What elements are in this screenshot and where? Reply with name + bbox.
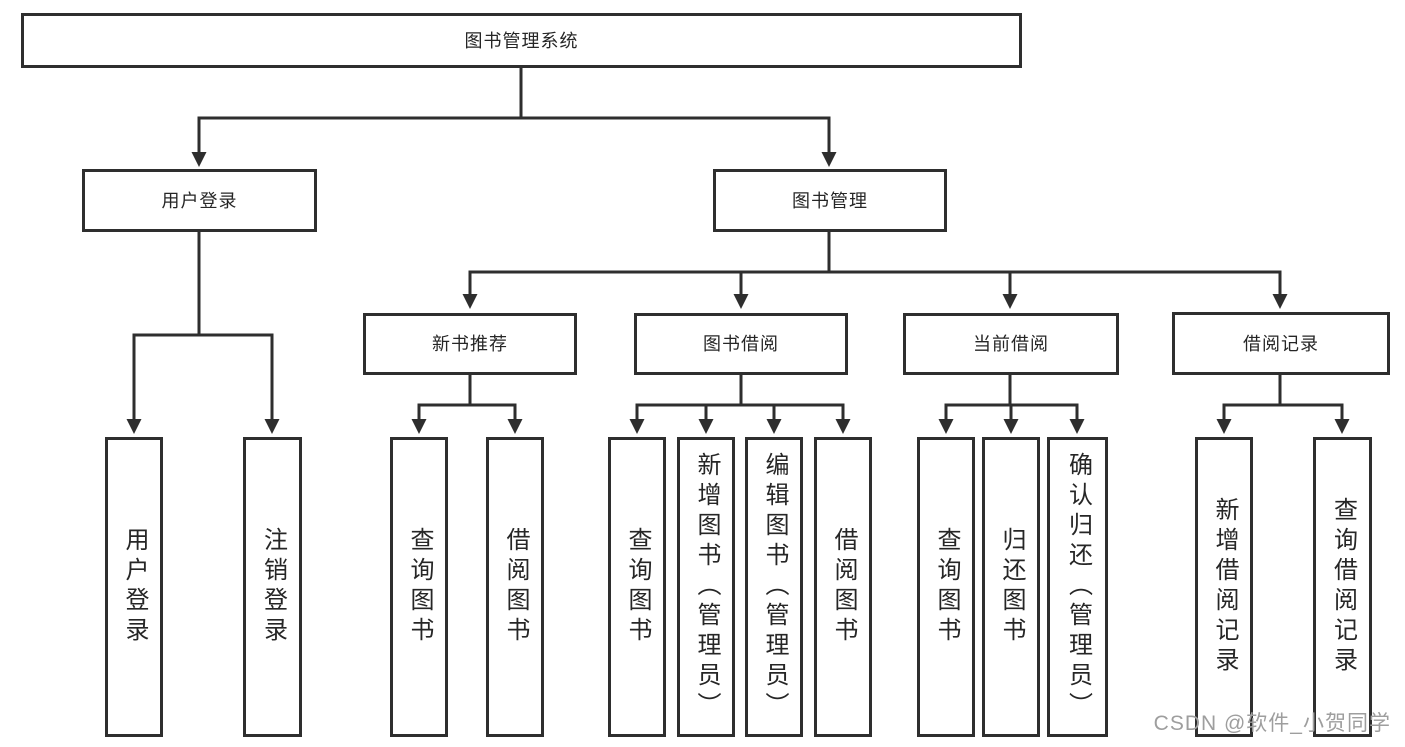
node-borrowing-records: 借阅记录	[1172, 312, 1390, 375]
node-label: 查询借阅记录	[1329, 497, 1357, 677]
node-label: 借阅图书	[830, 527, 857, 647]
node-label: 确认归还（管理员）	[1064, 452, 1092, 722]
node-label: 注销登录	[259, 527, 287, 647]
connectors-user-login-children	[126, 232, 280, 434]
node-label: 归还图书	[998, 527, 1025, 647]
node-new-book-recommend: 新书推荐	[363, 313, 577, 375]
node-label: 借阅记录	[1243, 333, 1319, 354]
node-label: 查询图书	[406, 527, 433, 647]
node-label: 用户登录	[161, 190, 238, 211]
leaf-add-book-admin: 新增图书（管理员）	[677, 437, 735, 737]
leaf-query-books-current: 查询图书	[917, 437, 975, 737]
connectors-new-book-recommend-children	[411, 375, 523, 434]
node-user-login: 用户登录	[82, 169, 317, 232]
leaf-user-login: 用户登录	[105, 437, 163, 737]
node-label: 编辑图书（管理员）	[761, 452, 788, 722]
leaf-borrow-books: 借阅图书	[814, 437, 872, 737]
node-label: 查询图书	[933, 527, 960, 647]
node-label: 图书管理系统	[464, 30, 579, 51]
leaf-return-book: 归还图书	[982, 437, 1040, 737]
node-label: 图书借阅	[703, 334, 779, 354]
node-label: 当前借阅	[973, 334, 1049, 354]
leaf-logout: 注销登录	[243, 437, 302, 737]
connectors-borrowing-records-children	[1216, 375, 1350, 434]
leaf-query-borrow-record: 查询借阅记录	[1313, 437, 1372, 737]
connectors-book-management-to-level3	[462, 232, 1288, 309]
node-label: 新增借阅记录	[1211, 497, 1238, 677]
node-book-management-system: 图书管理系统	[21, 13, 1022, 68]
connectors-current-borrowing-children	[938, 375, 1085, 434]
node-label: 借阅图书	[502, 527, 529, 647]
leaf-confirm-return-admin: 确认归还（管理员）	[1047, 437, 1108, 737]
node-book-management: 图书管理	[713, 169, 947, 232]
leaf-edit-book-admin: 编辑图书（管理员）	[745, 437, 803, 737]
csdn-watermark: CSDN @软件_小贺同学	[1153, 712, 1391, 735]
connectors-book-borrowing-children	[629, 375, 851, 434]
connectors-root-to-level2	[191, 68, 837, 167]
node-label: 新书推荐	[432, 334, 508, 354]
leaf-add-borrow-record: 新增借阅记录	[1195, 437, 1253, 737]
node-label: 查询图书	[624, 527, 651, 647]
leaf-borrow-books-recommend: 借阅图书	[486, 437, 544, 737]
node-current-borrowing: 当前借阅	[903, 313, 1119, 375]
leaf-query-books-borrowing: 查询图书	[608, 437, 666, 737]
node-label: 图书管理	[792, 190, 868, 211]
node-book-borrowing: 图书借阅	[634, 313, 848, 375]
node-label: 新增图书（管理员）	[693, 452, 720, 722]
leaf-query-books-recommend: 查询图书	[390, 437, 448, 737]
node-label: 用户登录	[121, 527, 148, 647]
